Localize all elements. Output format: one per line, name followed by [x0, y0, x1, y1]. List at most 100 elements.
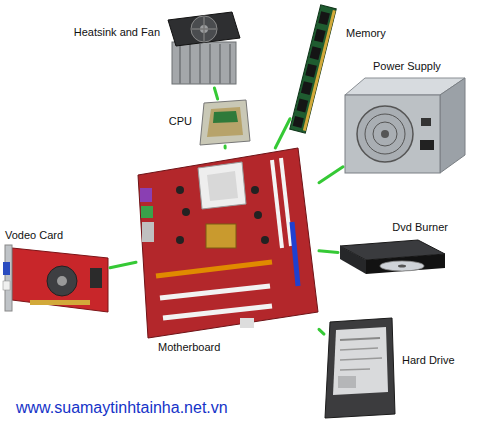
heatsink-fan-picture-part — [168, 12, 240, 46]
cpu-box: CPU — [198, 99, 251, 146]
hard-drive-picture-part — [340, 358, 382, 360]
component-label: Motherboard — [158, 341, 220, 354]
component-label: Vodeo Card — [5, 229, 63, 242]
video-card-box: Vodeo Card — [3, 245, 110, 313]
cpu-picture-part — [213, 111, 238, 123]
leader-line — [224, 146, 227, 148]
dvd-burner-picture-part — [380, 261, 424, 271]
power-supply-picture-part — [420, 140, 434, 150]
cpu-picture — [200, 100, 250, 145]
video-card-picture-part — [90, 268, 102, 288]
memory-picture-part — [314, 29, 326, 43]
heatsink-fan-picture — [168, 12, 240, 84]
motherboard-picture-part — [163, 306, 272, 318]
motherboard-picture-part — [292, 222, 298, 286]
watermark: www.suamaytinhtainha.net.vn — [16, 398, 228, 417]
dvd-burner-picture-part — [340, 246, 366, 274]
memory-picture-part — [318, 11, 330, 25]
heatsink-fan-picture-part — [209, 44, 211, 84]
hard-drive-picture-part — [340, 369, 370, 370]
motherboard-box: Motherboard — [136, 148, 319, 338]
component-label: CPU — [169, 115, 192, 128]
memory-picture-part — [301, 81, 313, 95]
memory-picture-part — [305, 64, 317, 78]
component-label: Heatsink and Fan — [74, 26, 160, 39]
motherboard-picture-part — [254, 211, 262, 219]
leader-line — [319, 167, 343, 183]
power-supply-picture — [345, 78, 465, 173]
power-supply-picture-part — [373, 122, 397, 146]
motherboard-picture-part — [240, 318, 254, 328]
motherboard-picture-part — [142, 222, 154, 242]
heatsink-fan-box: Heatsink and Fan — [165, 10, 241, 88]
motherboard-picture-part — [140, 188, 152, 202]
heatsink-fan-picture-part — [192, 28, 216, 30]
hard-drive-picture-part — [340, 348, 378, 350]
video-card-picture-part — [47, 266, 77, 296]
leader-line — [319, 251, 338, 253]
heatsink-fan-picture-part — [172, 42, 236, 84]
motherboard-picture-part — [272, 160, 282, 248]
motherboard-picture-part — [261, 236, 269, 244]
memory-picture — [290, 5, 336, 133]
video-card-picture-part — [3, 262, 10, 275]
hard-drive-picture — [325, 318, 395, 418]
dvd-burner-picture-part — [366, 254, 445, 274]
power-supply-picture-part — [365, 114, 405, 154]
video-card-picture-part — [3, 281, 10, 290]
motherboard-picture — [138, 148, 318, 338]
component-label: Dvd Burner — [392, 221, 448, 234]
heatsink-fan-picture-part — [179, 44, 181, 84]
power-supply-box: Power Supply — [343, 77, 467, 175]
leader-line — [319, 329, 324, 334]
motherboard-picture-part — [176, 186, 184, 194]
memory-picture-part — [303, 10, 336, 131]
dvd-burner-box: Dvd Burner — [338, 238, 446, 276]
memory-box: Memory — [290, 3, 340, 135]
motherboard-picture-part — [206, 224, 236, 248]
memory-picture-part — [293, 116, 304, 128]
video-card-picture-part — [5, 245, 12, 311]
video-card-picture-part — [57, 276, 67, 286]
hard-drive-picture-part — [325, 318, 395, 418]
component-label: Hard Drive — [402, 354, 455, 367]
hard-drive-picture-part — [333, 327, 388, 395]
heatsink-fan-picture-part — [219, 44, 221, 84]
dvd-burner-picture — [340, 240, 445, 274]
memory-picture-part — [310, 46, 322, 60]
motherboard-picture-part — [160, 286, 270, 298]
leader-line — [214, 88, 217, 99]
power-supply-picture-part — [421, 118, 431, 126]
motherboard-picture-part — [156, 262, 272, 276]
power-supply-picture-part — [440, 78, 465, 173]
component-label: Memory — [346, 27, 386, 40]
dvd-burner-picture-part — [398, 265, 406, 268]
video-card-picture-part — [30, 300, 90, 305]
leader-line — [110, 262, 136, 267]
motherboard-picture-part — [251, 186, 259, 194]
hard-drive-picture-part — [338, 376, 356, 388]
component-label: Power Supply — [373, 60, 441, 73]
heatsink-fan-picture-part — [189, 44, 191, 84]
motherboard-picture-part — [281, 158, 291, 246]
motherboard-picture-part — [176, 236, 184, 244]
power-supply-picture-part — [345, 95, 440, 173]
video-card-picture-part — [12, 248, 108, 312]
power-supply-picture-part — [357, 106, 413, 162]
heatsink-fan-picture-part — [229, 44, 231, 84]
hard-drive-box: Hard Drive — [324, 318, 396, 418]
memory-picture-part — [290, 5, 336, 133]
motherboard-picture-part — [207, 171, 238, 201]
memory-picture-part — [297, 99, 309, 113]
heatsink-fan-picture-part — [199, 44, 201, 84]
motherboard-picture-part — [182, 208, 190, 216]
cpu-picture-part — [200, 100, 250, 145]
leader-line — [275, 119, 290, 148]
hard-drive-picture-part — [340, 338, 380, 340]
cpu-picture-part — [207, 107, 243, 137]
motherboard-picture-part — [141, 206, 153, 218]
motherboard-picture-part — [138, 148, 318, 338]
video-card-picture — [3, 245, 108, 312]
